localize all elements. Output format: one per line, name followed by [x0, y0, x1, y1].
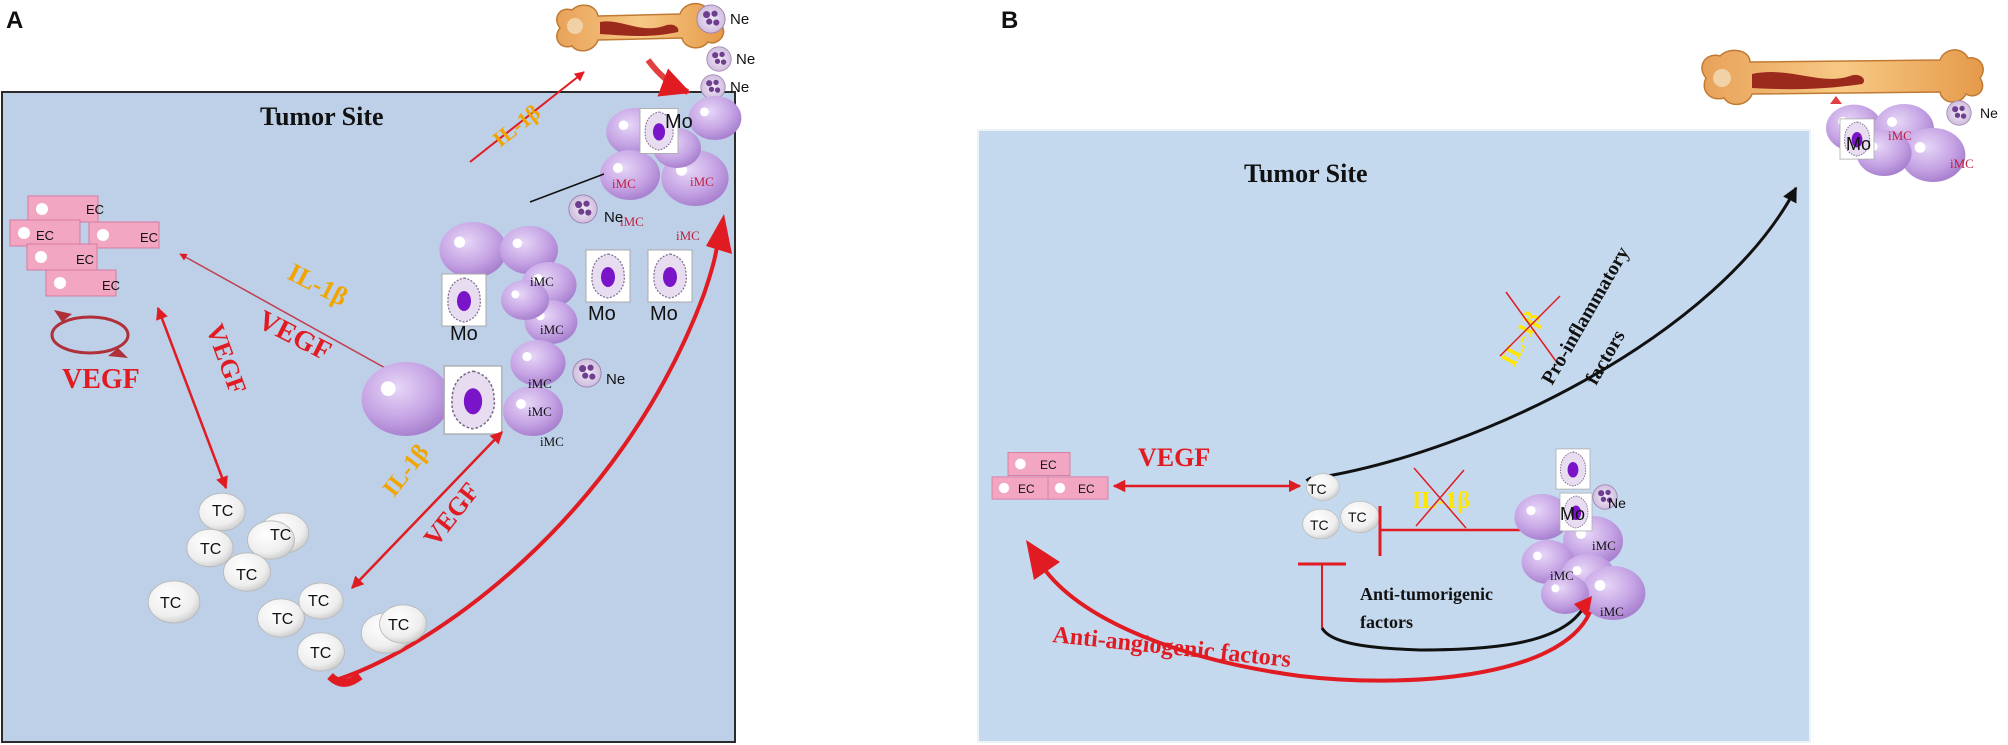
ne-label: Ne — [604, 209, 623, 226]
myeloid-tc-arrow — [351, 431, 503, 589]
neutrophil-cell — [700, 74, 726, 100]
neutrophil-cell — [568, 194, 598, 224]
imc-label: iMC — [1550, 568, 1574, 583]
panel-b-letter: B — [1001, 7, 1018, 34]
anti-tumorigenic-arrowhead — [1574, 596, 1592, 618]
tc-arrow-tail — [327, 672, 363, 687]
ne-label: Ne — [606, 371, 625, 388]
ec-label: EC — [1078, 482, 1095, 496]
tc-label: TC — [272, 611, 293, 628]
il1b-cross-mark — [1415, 469, 1465, 527]
tc-to-circulation-arrow — [335, 239, 720, 682]
ec-tc-vegf-arrow — [156, 306, 228, 490]
vegf-label: VEGF — [62, 364, 140, 395]
anti-angiogenic-arrow — [1040, 564, 1592, 683]
ne-label: Ne — [730, 11, 749, 28]
il1b-cross-mark — [1505, 291, 1559, 365]
anti-tumorigenic-label-2: factors — [1360, 612, 1413, 632]
ec-label: EC — [102, 278, 120, 293]
imc-label: iMC — [620, 214, 644, 229]
tc-label: TC — [308, 593, 329, 610]
imc-label: iMC — [528, 376, 552, 391]
imc-label: iMC — [1600, 604, 1624, 619]
imc-label: iMC — [528, 404, 552, 419]
mo-label: Mo — [588, 303, 616, 325]
mo-label: Mo — [450, 323, 478, 345]
imc-label: iMC — [530, 274, 554, 289]
bone-b-small-arrow — [1830, 96, 1842, 104]
ec-label: EC — [1018, 482, 1035, 496]
imc-label: iMC — [612, 176, 636, 191]
vegf-label: VEGF — [1138, 443, 1210, 472]
mo-label: Mo — [1560, 504, 1585, 524]
tc-label: TC — [212, 503, 233, 520]
monocyte-cell — [443, 365, 503, 435]
ne-label: Ne — [1608, 495, 1626, 511]
ne-label: Ne — [736, 51, 755, 68]
neutrophil-cell — [572, 358, 602, 388]
monocyte-cell — [441, 273, 487, 327]
ec-label: EC — [36, 228, 54, 243]
panel-b-bone — [1701, 49, 1984, 106]
imc-label: iMC — [676, 228, 700, 243]
ec-label: EC — [86, 202, 104, 217]
bone-to-blood-arrow — [645, 58, 691, 97]
neutrophil-cell — [706, 46, 732, 72]
tc-label: TC — [388, 617, 409, 634]
connector-line — [529, 173, 605, 203]
panel-a-bone — [556, 2, 725, 52]
tc-label: TC — [200, 541, 221, 558]
imc-label: iMC — [540, 434, 564, 449]
autocrine-vegf-loop — [50, 310, 130, 358]
tc-label: TC — [160, 595, 181, 612]
anti-tumorigenic-arrow — [1320, 609, 1584, 652]
tc-label: TC — [236, 567, 257, 584]
imc-label: iMC — [690, 174, 714, 189]
ne-label: Ne — [1980, 105, 1998, 121]
monocyte-cell — [585, 249, 631, 303]
tc-label: TC — [310, 645, 331, 662]
il1b-vegf-to-ec-arrow — [179, 253, 397, 375]
tc-label: TC — [1308, 481, 1327, 497]
imc-label: iMC — [1592, 538, 1616, 553]
ec-label: EC — [1040, 458, 1057, 472]
ec-label: EC — [140, 230, 158, 245]
monocyte-cell — [1555, 448, 1591, 490]
tc-to-circulation-arrowhead — [706, 214, 732, 254]
tc-label: TC — [1348, 509, 1367, 525]
mo-label: Mo — [1846, 134, 1871, 154]
tc-label: TC — [1310, 517, 1329, 533]
imc-label: iMC — [1888, 128, 1912, 143]
mo-label: Mo — [665, 111, 693, 133]
neutrophil-cell — [696, 4, 726, 34]
tc-label: TC — [270, 527, 291, 544]
ec-label: EC — [76, 252, 94, 267]
anti-tumorigenic-label: Anti-tumorigenic — [1360, 584, 1493, 604]
panel-a-title: Tumor Site — [260, 102, 384, 131]
mo-label: Mo — [650, 303, 678, 325]
imc-label: iMC — [1950, 156, 1974, 171]
panel-b-title: Tumor Site — [1244, 159, 1368, 188]
pro-inflammatory-arrow — [1315, 186, 1798, 480]
il1b-cross-mark — [1499, 295, 1561, 357]
il1b-blocked-label-2: IL-1β — [1412, 488, 1470, 514]
anti-angiogenic-arrowhead — [1026, 540, 1060, 580]
panel-a-letter: A — [6, 7, 23, 34]
ne-label: Ne — [730, 79, 749, 96]
imc-label: iMC — [540, 322, 564, 337]
monocyte-cell — [647, 249, 693, 303]
il1b-to-bone-arrow — [469, 71, 585, 163]
panel-b-background — [977, 129, 1811, 743]
